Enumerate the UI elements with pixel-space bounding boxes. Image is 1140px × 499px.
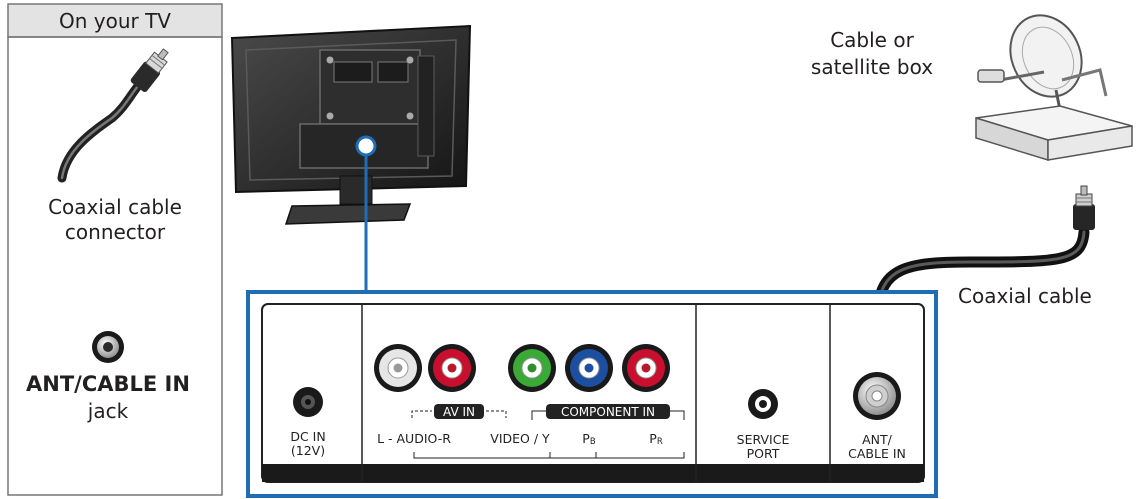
legend-frame [7,36,223,496]
box-label-line1: Cable or [830,28,914,52]
cable-label: Coaxial cable [958,284,1092,308]
service-port-jack [748,389,778,419]
pr-jack [622,344,670,392]
audio-label: L - AUDIO-R [377,431,451,446]
pr-label: PR [649,431,663,447]
rear-panel: DC IN (12V) [261,303,925,483]
pr-label-sub: R [657,437,663,447]
component-in-label: COMPONENT IN [561,405,655,419]
service-port-label-line1: SERVICE [737,432,790,447]
ant-cable-in-jack [853,372,901,420]
jack-label-line2: jack [87,399,129,423]
coaxial-connector-icon [57,48,169,183]
pb-label-sub: B [590,437,596,447]
video-label: VIDEO / Y [490,431,550,446]
service-port-label-line2: PORT [747,446,780,461]
ant-jack-icon [92,331,124,363]
pr-label-main: P [649,431,657,446]
av-in-badge [434,404,484,419]
jack-label-bold: ANT/CABLE IN [26,372,190,396]
dc-in-label-line2: (12V) [291,443,325,458]
audio-right-jack [428,344,476,392]
satellite-dish-icon [977,14,1108,121]
ant-cable-in-label-line2: CABLE IN [848,446,906,461]
cable-box-icon [975,105,1133,162]
audio-left-jack [374,344,422,392]
tv-rear-illustration [230,24,472,225]
connector-label-line1: Coaxial cable [48,195,182,219]
box-label-line2: satellite box [811,55,933,79]
connector-label-line2: connector [65,220,166,244]
pb-label: PB [582,431,596,447]
dc-in-label-line1: DC IN [290,429,325,444]
ant-cable-in-label-line1: ANT/ [862,432,893,447]
dc-in-jack [293,387,323,417]
pb-jack [565,344,613,392]
component-in-badge [546,404,670,419]
legend-header: On your TV [59,9,171,33]
legend-header-bg [7,3,223,38]
video-y-jack [508,344,556,392]
av-in-label: AV IN [443,405,475,419]
legend-panel: On your TV Coaxial cable connector ANT/C… [7,3,223,496]
pb-label-main: P [582,431,590,446]
